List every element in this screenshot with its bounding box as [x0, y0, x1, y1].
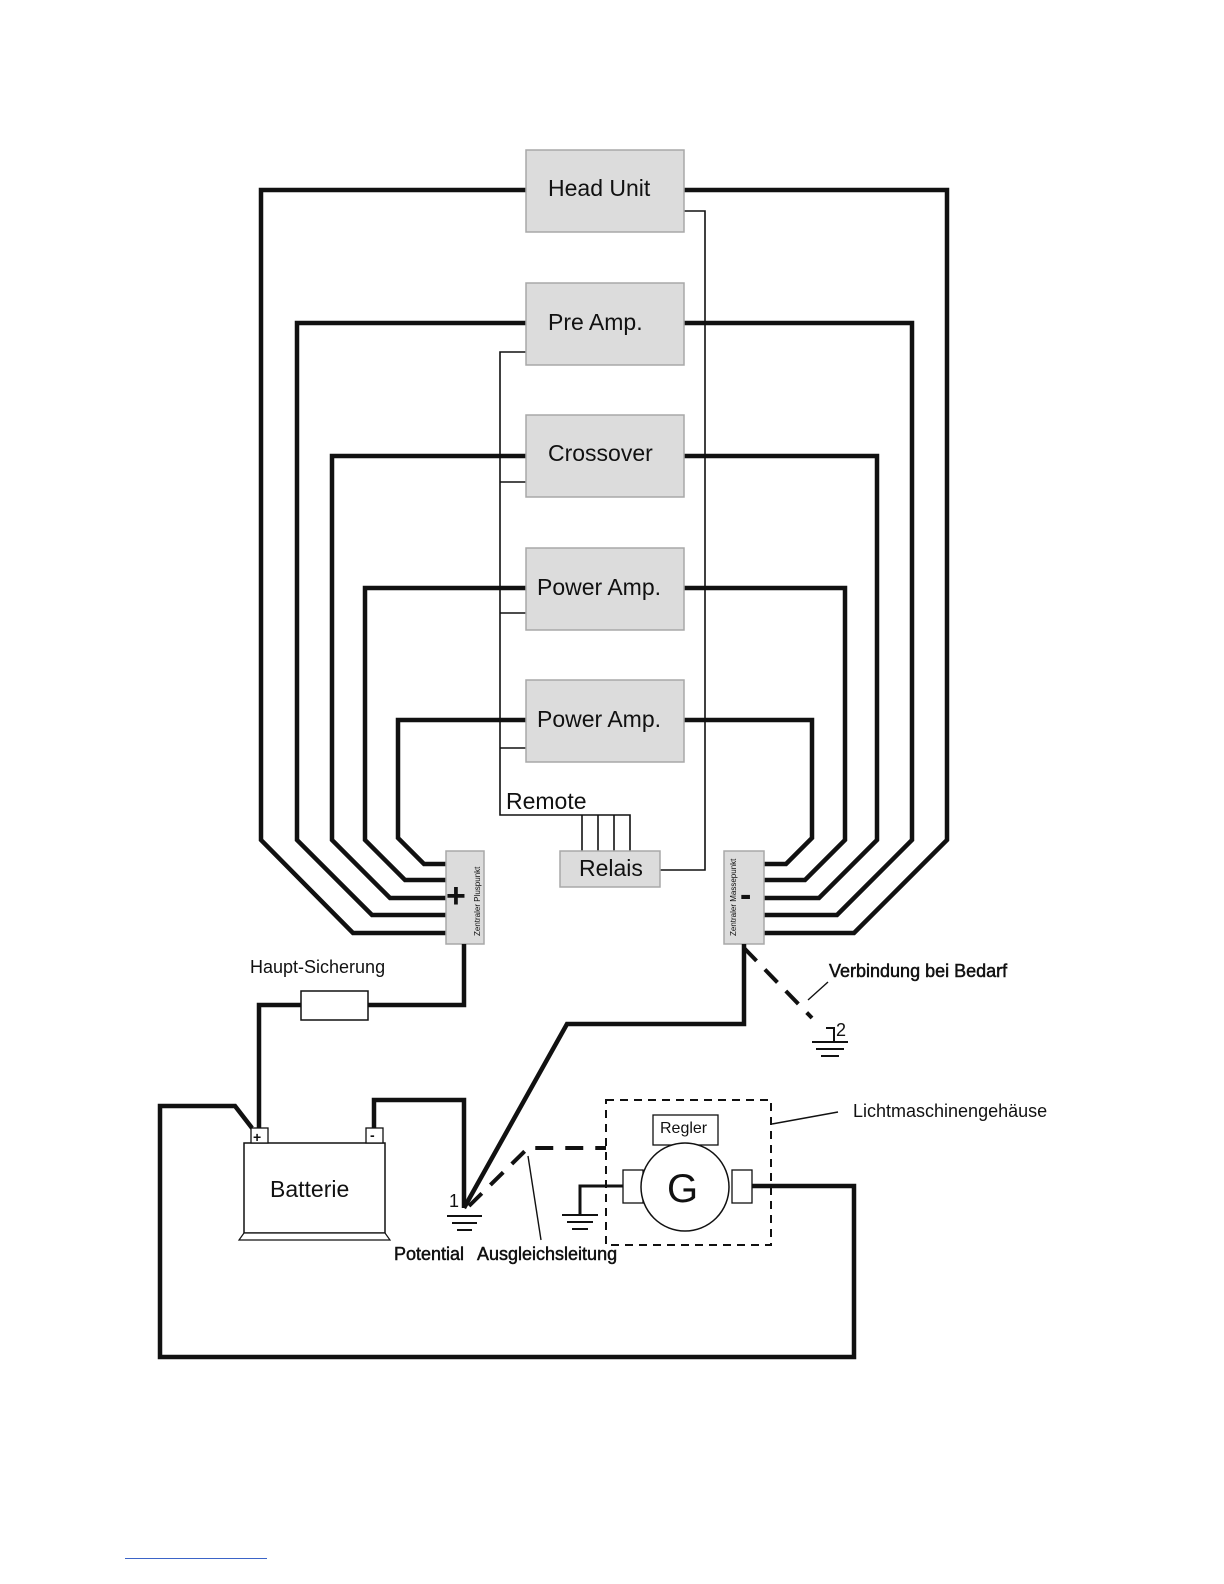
relais-label: Relais	[579, 855, 643, 881]
ground-1-label: 1	[449, 1191, 459, 1211]
main-fuse	[301, 991, 368, 1020]
equalization-line-label: Ausgleichsleitung	[477, 1244, 617, 1264]
remote-label: Remote	[506, 788, 587, 814]
alternator-housing-label: Lichtmaschinengehäuse	[853, 1101, 1047, 1121]
power-amp-2-label: Power Amp.	[537, 706, 661, 732]
battery-minus-terminal: -	[370, 1127, 375, 1143]
main-fuse-label: Haupt-Sicherung	[250, 957, 385, 977]
connection-pointer	[808, 982, 828, 1000]
plus-wires	[261, 190, 526, 933]
central-ground-point: Zentraler Massepunkt -	[724, 851, 764, 944]
footnote-separator	[125, 1558, 267, 1559]
battery-label: Batterie	[270, 1176, 349, 1202]
head-unit: Head Unit	[526, 150, 684, 232]
head-unit-label: Head Unit	[548, 175, 651, 201]
power-amp-1: Power Amp.	[526, 548, 684, 630]
battery-plus-terminal: +	[253, 1129, 261, 1145]
power-amp-2: Power Amp.	[526, 680, 684, 762]
pre-amp: Pre Amp.	[526, 283, 684, 365]
potential-equalization-line	[469, 1148, 606, 1206]
crossover-label: Crossover	[548, 440, 653, 466]
equalization-pointer	[528, 1156, 541, 1240]
ground-icon: 2	[812, 1020, 848, 1056]
optional-ground-connection	[744, 948, 812, 1018]
potential-label: Potential	[394, 1244, 464, 1264]
connection-if-needed-label: Verbindung bei Bedarf	[829, 961, 1008, 981]
regulator-label: Regler	[660, 1120, 708, 1137]
ground-wires	[684, 190, 947, 933]
central-plus-point: + Zentraler Pluspunkt	[446, 851, 484, 944]
ground-point-label: Zentraler Massepunkt	[729, 858, 738, 936]
pre-amp-label: Pre Amp.	[548, 309, 643, 335]
plus-point-label: Zentraler Pluspunkt	[473, 866, 482, 936]
ground-2-label: 2	[836, 1020, 846, 1040]
plus-symbol: +	[446, 877, 466, 915]
crossover: Crossover	[526, 415, 684, 497]
power-amp-1-label: Power Amp.	[537, 574, 661, 600]
alternator-housing: Regler G	[562, 1100, 771, 1245]
minus-symbol: -	[740, 876, 751, 914]
generator-symbol: G	[667, 1167, 698, 1211]
battery: + - Batterie	[239, 1127, 390, 1240]
housing-pointer	[772, 1112, 838, 1124]
relais: Relais	[560, 851, 660, 887]
